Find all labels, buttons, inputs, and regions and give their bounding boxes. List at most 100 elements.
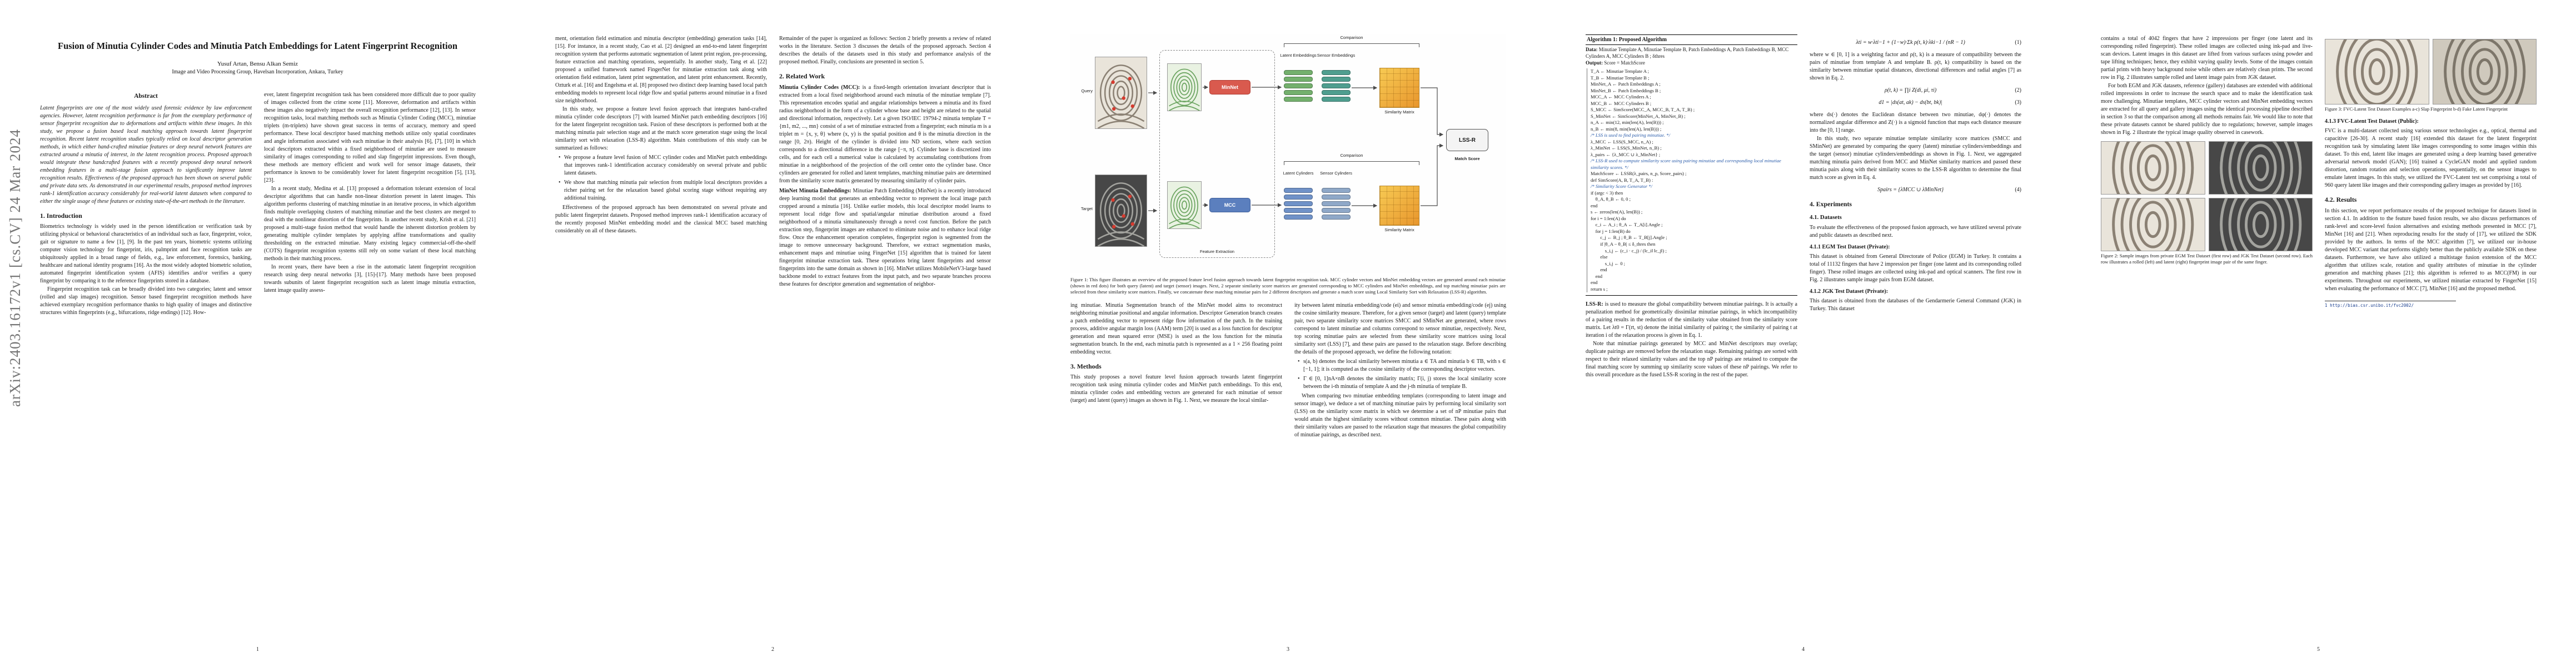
- mcc-model-box: MCC: [1209, 198, 1250, 212]
- page3-column-1: ing minutiae. Minutia Segmentation branc…: [1070, 301, 1282, 439]
- feature-extraction-box: Feature Extraction: [1159, 50, 1275, 258]
- algorithm-line: T_B ← Minutiae Template B ;: [1591, 74, 1650, 81]
- page-1: Fusion of Minutia Cylinder Codes and Min…: [0, 0, 515, 667]
- paragraph: ity between latent minutia embedding/cod…: [1294, 302, 1506, 355]
- paragraph: ever, latent fingerprint recognition tas…: [264, 92, 476, 184]
- jgk-latent-image: [2208, 198, 2313, 251]
- fingerprint-graphic: [2101, 198, 2205, 251]
- cylinder-similarity-matrix: [1379, 186, 1419, 226]
- paragraph: Fingerprint recognition task can be broa…: [40, 286, 252, 316]
- paragraph: MinNet Minutia Embeddings: Minutiae Patc…: [779, 187, 991, 287]
- section-heading: 4.1.1 EGM Test Dataset (Private):: [1810, 243, 1890, 250]
- fingerprint-graphic: [2325, 39, 2429, 104]
- figure-3-caption: Figure 3: FVC-Latent Test Dataset Exampl…: [2325, 106, 2508, 112]
- bullet-item: We propose a feature level fusion of MCC…: [555, 154, 767, 177]
- bullet-item: We show that matching minutia pair selec…: [555, 179, 767, 202]
- algorithm-line: c_i ← A_i ; θ_A ← T_A[i].Angle ;: [1591, 222, 1663, 228]
- paragraph: Note that minutiae pairings generated by…: [1586, 341, 1797, 379]
- page-number: 1: [256, 646, 259, 653]
- target-label: Target: [1080, 206, 1093, 211]
- algorithm-line: end: [1591, 273, 1603, 279]
- algorithm-line: S_MinNet ← SimScore(MinNet_A, MinNet_B) …: [1591, 113, 1686, 119]
- page3-columns: ing minutiae. Minutia Segmentation branc…: [1070, 301, 1506, 439]
- algorithm-line: MCC_A ← MCC Cylinders A ;: [1591, 94, 1651, 100]
- page4-column-1-text: LSS-R: is used to measure the global com…: [1586, 301, 1797, 379]
- page5-column-2-text: 4.1.3 FVC-Latent Test Dataset (Public):F…: [2325, 118, 2537, 293]
- algorithm-line: return s ;: [1591, 286, 1608, 292]
- abstract-text: Latent fingerprints are one of the most …: [40, 104, 252, 205]
- algorithm-line: if (argc < 3) then: [1591, 190, 1623, 196]
- section-heading: 3. Methods: [1070, 362, 1102, 370]
- comparison-label-bottom: Comparison: [1340, 153, 1363, 158]
- section-heading: 1. Introduction: [40, 211, 82, 220]
- page4-column-2: λti = w·λti−1 + (1−w)·Σk ρ(t, k)·λki−1 /…: [1810, 34, 2021, 379]
- algorithm-body: T_A ← Minutiae Template A ;T_B ← Minutia…: [1587, 68, 1797, 293]
- algorithm-line: MinNet_A ← Patch Embeddings A ;: [1591, 81, 1661, 87]
- page-number: 5: [2317, 646, 2320, 653]
- sensor-cylinders-label: Sensor Cylinders: [1320, 171, 1352, 176]
- fingerprint-graphic: [1095, 175, 1147, 246]
- paper-title: Fusion of Minutia Cylinder Codes and Min…: [57, 41, 458, 51]
- footnote: 1 http://bias.csr.unibo.it/fvc2002/: [2325, 300, 2457, 308]
- latent-cylinders-stack: [1284, 188, 1313, 220]
- paragraph: contains a total of 4042 fingers that ha…: [2101, 36, 2313, 81]
- algorithm-line: if |θ_A − θ_B| ≤ δ_thres then: [1591, 241, 1656, 247]
- paragraph: where w ∈ [0, 1] is a weighting factor a…: [1810, 52, 2021, 81]
- figure-2: Figure 2: Sample images from private EGM…: [2101, 141, 2313, 265]
- sensor-cylinders-stack: [1322, 188, 1351, 220]
- paragraph: In recent years, there have been a rise …: [264, 264, 476, 294]
- page-number: 3: [1287, 646, 1289, 653]
- target-fingerprint-image: [1095, 175, 1147, 247]
- figure-1-caption: Figure 1: This figure illustrates an ove…: [1070, 277, 1506, 295]
- page3-column-2: ity between latent minutia embedding/cod…: [1294, 301, 1506, 439]
- query-label: Query: [1081, 88, 1093, 93]
- algorithm-line: end: [1591, 280, 1598, 286]
- footnote-link[interactable]: 1 http://bias.csr.unibo.it/fvc2002/: [2325, 302, 2414, 308]
- jgk-rolled-image: [2101, 198, 2205, 251]
- page-2: ment, orientation field estimation and m…: [515, 0, 1030, 667]
- paragraph: In a recent study, Medina et al. [13] pr…: [264, 186, 476, 262]
- page-4: Algorithm 1: Proposed Algorithm Data: Mi…: [1546, 0, 2061, 667]
- algorithm-comment: /* LSS is used to find pairing minutiae.…: [1591, 132, 1670, 138]
- page2-column-1: ment, orientation field estimation and m…: [555, 34, 767, 288]
- algorithm-io-line: Data: Minutiae Template A, Minutiae Temp…: [1586, 47, 1789, 59]
- enhanced-target-patch-image: [1167, 181, 1202, 229]
- lssr-box: LSS-R: [1446, 129, 1488, 151]
- algorithm-line: end: [1591, 267, 1607, 273]
- minnet-model-box: MinNet: [1209, 80, 1250, 94]
- page-number: 2: [771, 646, 774, 653]
- fingerprint-graphic: [1095, 57, 1147, 128]
- paragraph: Effectiveness of the proposed approach h…: [555, 205, 767, 234]
- fingerprint-graphic: [1168, 182, 1201, 228]
- algorithm-line: θ_A, θ_B ← 0, 0 ;: [1591, 196, 1631, 202]
- algorithm-io-line: Output: Score = MatchScore: [1586, 60, 1645, 66]
- figure-1-diagram: Query Target Feature Extraction MinNet: [1070, 34, 1506, 273]
- algorithm-line: else: [1591, 254, 1608, 260]
- algorithm-line: T_A ← Minutiae Template A ;: [1591, 68, 1649, 74]
- section-heading: 2. Related Work: [779, 72, 825, 80]
- section-heading: 4.1.2 JGK Test Dataset (Private):: [1810, 288, 1889, 295]
- algorithm-line: for j = 1:len(B) do: [1591, 228, 1631, 234]
- page5-columns: contains a total of 4042 fingers that ha…: [2101, 34, 2537, 308]
- section-heading: 4. Experiments: [1810, 200, 1852, 208]
- algorithm-line: c_j ← B_j ; θ_B ← T_B[j].Angle ;: [1591, 235, 1667, 241]
- algorithm-line: MatchScore ← LSSR(λ_pairs, n_p, Score_pa…: [1591, 171, 1687, 177]
- paragraph: In this study, we propose a feature leve…: [555, 106, 767, 151]
- algorithm-line: s_i,j ← 0 ;: [1591, 260, 1626, 266]
- page1-column-2: ever, latent fingerprint recognition tas…: [264, 91, 476, 317]
- comparison-brace-top: [1284, 43, 1419, 47]
- fingerprint-graphic: [2209, 198, 2313, 251]
- page4-columns: Algorithm 1: Proposed Algorithm Data: Mi…: [1586, 34, 2021, 379]
- algorithm-line: for i = 1:len(A) do: [1591, 215, 1626, 221]
- algorithm-line: MCC_B ← MCC Cylinders B ;: [1591, 100, 1652, 106]
- algorithm-comment: /* Similarity Score Generator */: [1591, 183, 1652, 190]
- page5-column-1: contains a total of 4042 fingers that ha…: [2101, 34, 2313, 308]
- paragraph: Remainder of the paper is organized as f…: [779, 36, 991, 65]
- algorithm-line: s ← zeros(len(A), len(B)) ;: [1591, 209, 1643, 215]
- paragraph: FVC is a multi-dataset collected using v…: [2325, 128, 2537, 189]
- algorithm-line: λ_MinNet ← LSS(S_MinNet, n_B) ;: [1591, 145, 1662, 151]
- page5-column-1-text: contains a total of 4042 fingers that ha…: [2101, 35, 2313, 137]
- paragraph: LSS-R: is used to measure the global com…: [1586, 301, 1797, 339]
